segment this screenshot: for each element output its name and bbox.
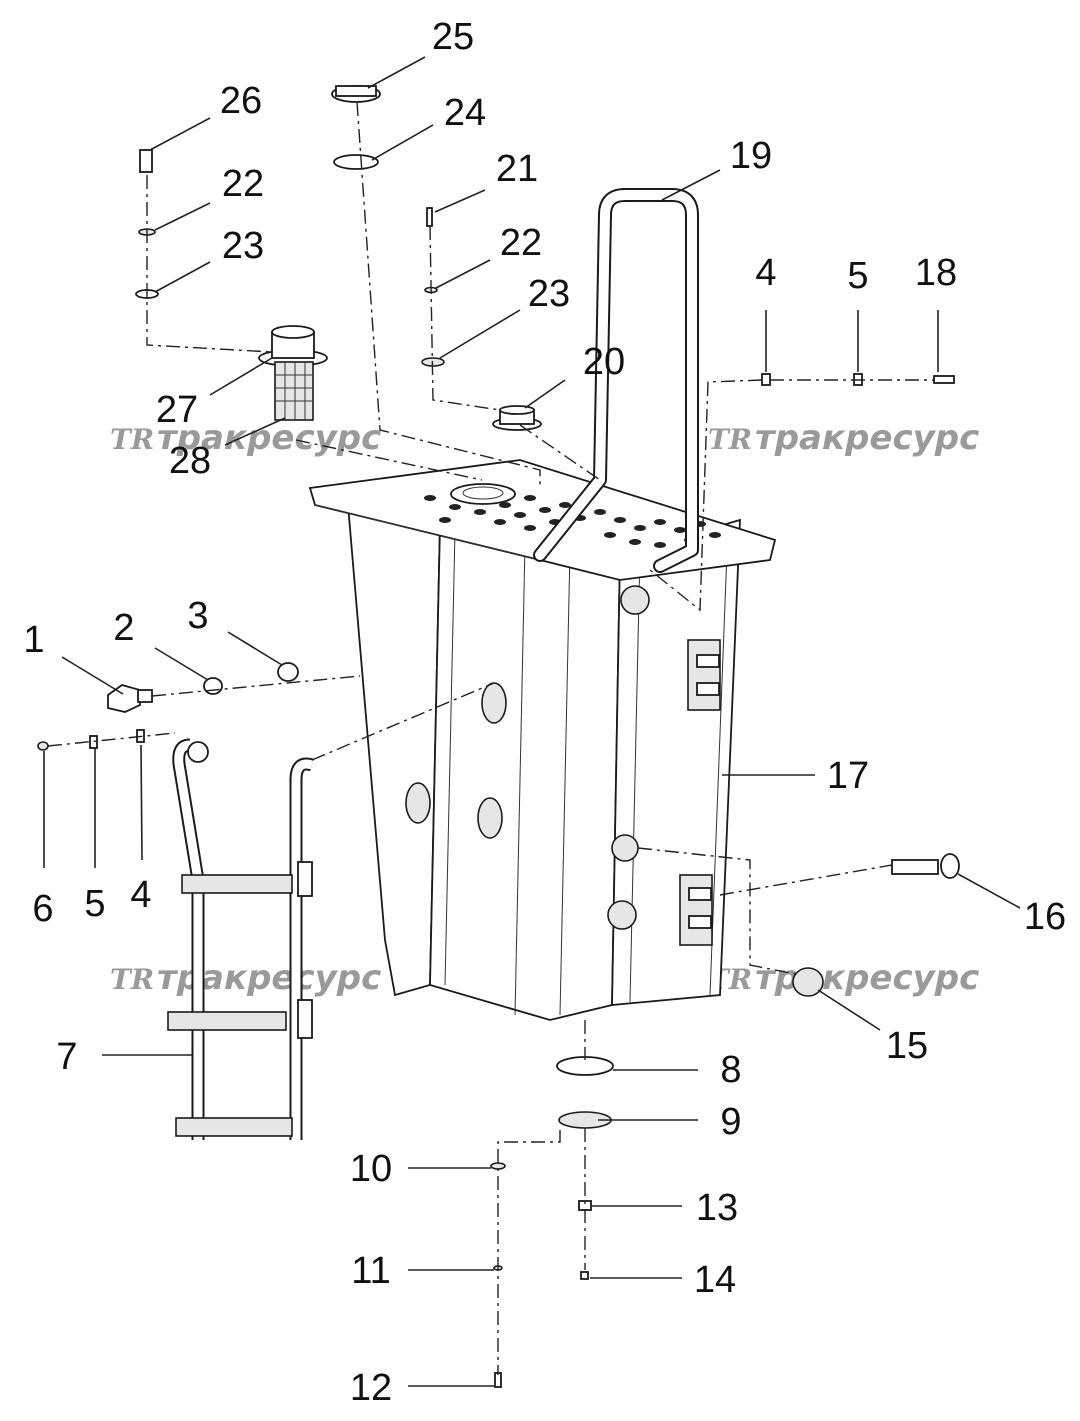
callout-11: 11	[351, 1250, 390, 1292]
bolt-part-6	[37, 741, 49, 751]
callout-7: 7	[56, 1036, 77, 1078]
watermark-top-right: TR тракресурс	[708, 418, 979, 458]
callout-22-left: 22	[222, 163, 264, 205]
watermark-logo: TR	[708, 423, 752, 456]
hinge-knuckle	[696, 654, 720, 668]
callout-24: 24	[444, 92, 486, 134]
nut-part-4-right	[761, 373, 771, 386]
callout-9: 9	[720, 1101, 741, 1143]
port	[620, 585, 650, 615]
callout-2: 2	[113, 607, 134, 649]
hinge-bracket-upper	[687, 639, 721, 711]
callout-13: 13	[696, 1187, 738, 1229]
mounting-pad	[481, 682, 507, 724]
mounting-pad	[405, 782, 431, 824]
callout-8: 8	[720, 1049, 741, 1091]
ladder-step-middle	[167, 1011, 287, 1031]
port	[607, 900, 637, 930]
bolt-part-1	[107, 684, 153, 713]
callout-17: 17	[827, 755, 869, 797]
callout-4-right: 4	[755, 252, 776, 294]
callout-23-left: 23	[222, 225, 264, 267]
tank-left-panel	[346, 503, 441, 997]
watermark-logo: TR	[110, 423, 154, 456]
callout-25: 25	[432, 16, 474, 58]
tank-front-panel	[429, 523, 621, 1021]
callout-22-mid: 22	[500, 222, 542, 264]
callout-23-mid: 23	[528, 273, 570, 315]
callout-1: 1	[23, 619, 44, 661]
callout-18: 18	[915, 252, 957, 294]
watermark-text: тракресурс	[755, 958, 979, 998]
callout-19: 19	[730, 135, 772, 177]
panel-edge	[559, 549, 571, 1016]
washer-part-2	[203, 677, 223, 695]
ladder-bracket	[297, 861, 313, 897]
ladder-step-top	[181, 874, 293, 894]
leader-lines	[43, 56, 1021, 1387]
panel-edge	[629, 551, 641, 1003]
cover-edge	[314, 504, 541, 561]
callout-5-right: 5	[847, 255, 868, 297]
ring-part-24	[333, 154, 379, 170]
assembly-lines	[47, 101, 934, 1375]
filler-neck-inner	[462, 486, 504, 500]
filter-part-28	[274, 361, 314, 421]
callout-15: 15	[886, 1025, 928, 1067]
tank-body	[308, 459, 777, 1021]
bolt-part-12	[494, 1372, 502, 1388]
pin-part-16	[891, 853, 960, 879]
callout-10: 10	[350, 1148, 392, 1190]
cap-part-25-body	[335, 85, 377, 97]
watermark-logo: TR	[110, 963, 154, 996]
panel-edge	[514, 544, 526, 1016]
ladder-eye	[187, 741, 209, 763]
watermark-text: тракресурс	[755, 418, 979, 458]
hinge-knuckle	[688, 887, 712, 901]
ladder-bracket	[297, 999, 313, 1039]
washer-part-3	[277, 662, 299, 682]
callout-21: 21	[496, 148, 538, 190]
watermark-bottom-right: TR тракресурс	[708, 958, 979, 998]
callout-labels: 1 2 3 4 4 5 5 6 7 8 9 10 11 12 13 14 15 …	[23, 16, 1066, 1409]
hinge-knuckle	[696, 682, 720, 696]
callout-12: 12	[350, 1367, 392, 1409]
watermark-bottom-left: TR тракресурс	[110, 958, 381, 998]
callout-5-ladder: 5	[84, 883, 105, 925]
port	[611, 834, 639, 862]
callout-14: 14	[694, 1259, 736, 1301]
callout-28: 28	[169, 440, 211, 482]
mounting-pad	[477, 797, 503, 839]
watermark-text: тракресурс	[157, 958, 381, 998]
hinge-knuckle	[688, 915, 712, 929]
nut-part-5	[89, 735, 98, 749]
callout-26: 26	[220, 80, 262, 122]
ladder-step-bottom	[175, 1117, 293, 1137]
screw-part-21	[426, 207, 433, 227]
panel-edge	[444, 529, 456, 986]
bolt-part-26	[139, 149, 153, 173]
bolt-part-18	[933, 375, 955, 384]
plug-part-15	[792, 967, 824, 997]
callout-6: 6	[32, 888, 53, 930]
panel-edge	[709, 524, 729, 996]
callout-27: 27	[156, 389, 198, 431]
callout-4-ladder: 4	[130, 874, 151, 916]
watermark-top-left: TR тракресурс	[110, 418, 381, 458]
callout-3: 3	[187, 595, 208, 637]
handrail	[533, 188, 699, 573]
cap-part-20	[492, 405, 542, 431]
hinge-bracket-lower	[679, 874, 713, 946]
part-14	[580, 1271, 589, 1280]
callout-16: 16	[1024, 896, 1066, 938]
callout-20: 20	[583, 341, 625, 383]
ladder	[167, 738, 314, 1140]
